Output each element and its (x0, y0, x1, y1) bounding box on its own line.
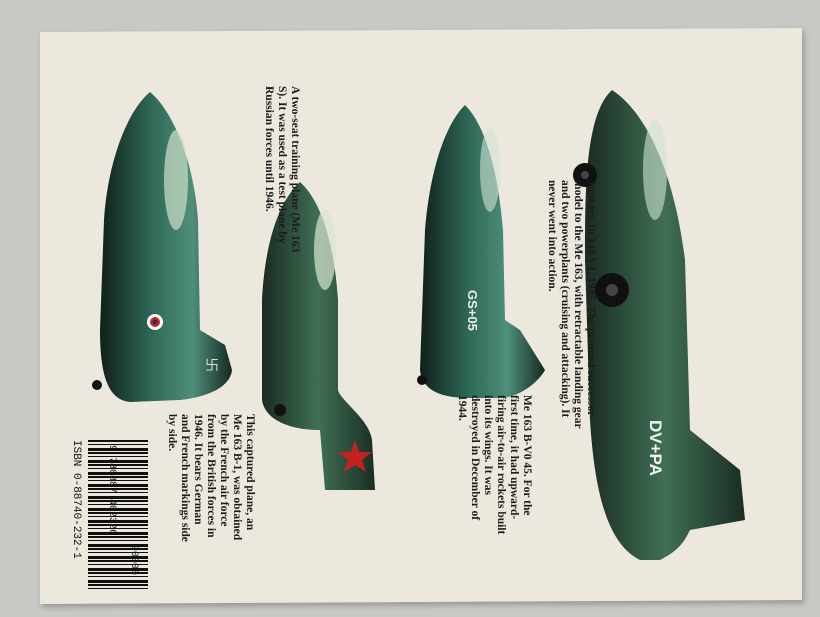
ean-number: 9 780887 402326 (106, 445, 117, 536)
plane4-marking: DV+PA (646, 420, 665, 476)
aircraft-ju248: DV+PA (573, 90, 745, 560)
barcode (88, 440, 148, 590)
swastika-marking: 卐 (205, 357, 219, 373)
aircraft-me163bv045: GS+05 (417, 105, 545, 398)
isbn-text: ISBN 0-88740-232-1 (70, 440, 82, 559)
aircraft-me163s: 卐 (92, 92, 232, 402)
caption-me163bv045: Me 163 B-V0 45. For the first time, it h… (456, 395, 533, 535)
caption-ju248: Junkers Ju 248 V1, 1945. The planned suc… (546, 180, 597, 429)
aircraft-me163b1 (262, 182, 375, 490)
caption-me163s: A two-seat training plane (Me 163 S). It… (263, 86, 301, 253)
plane3-marking: GS+05 (465, 290, 480, 331)
addon-number: 90000 (128, 545, 139, 576)
caption-me163b1: This captured plane, an Me 163 B-1, was … (166, 414, 256, 542)
